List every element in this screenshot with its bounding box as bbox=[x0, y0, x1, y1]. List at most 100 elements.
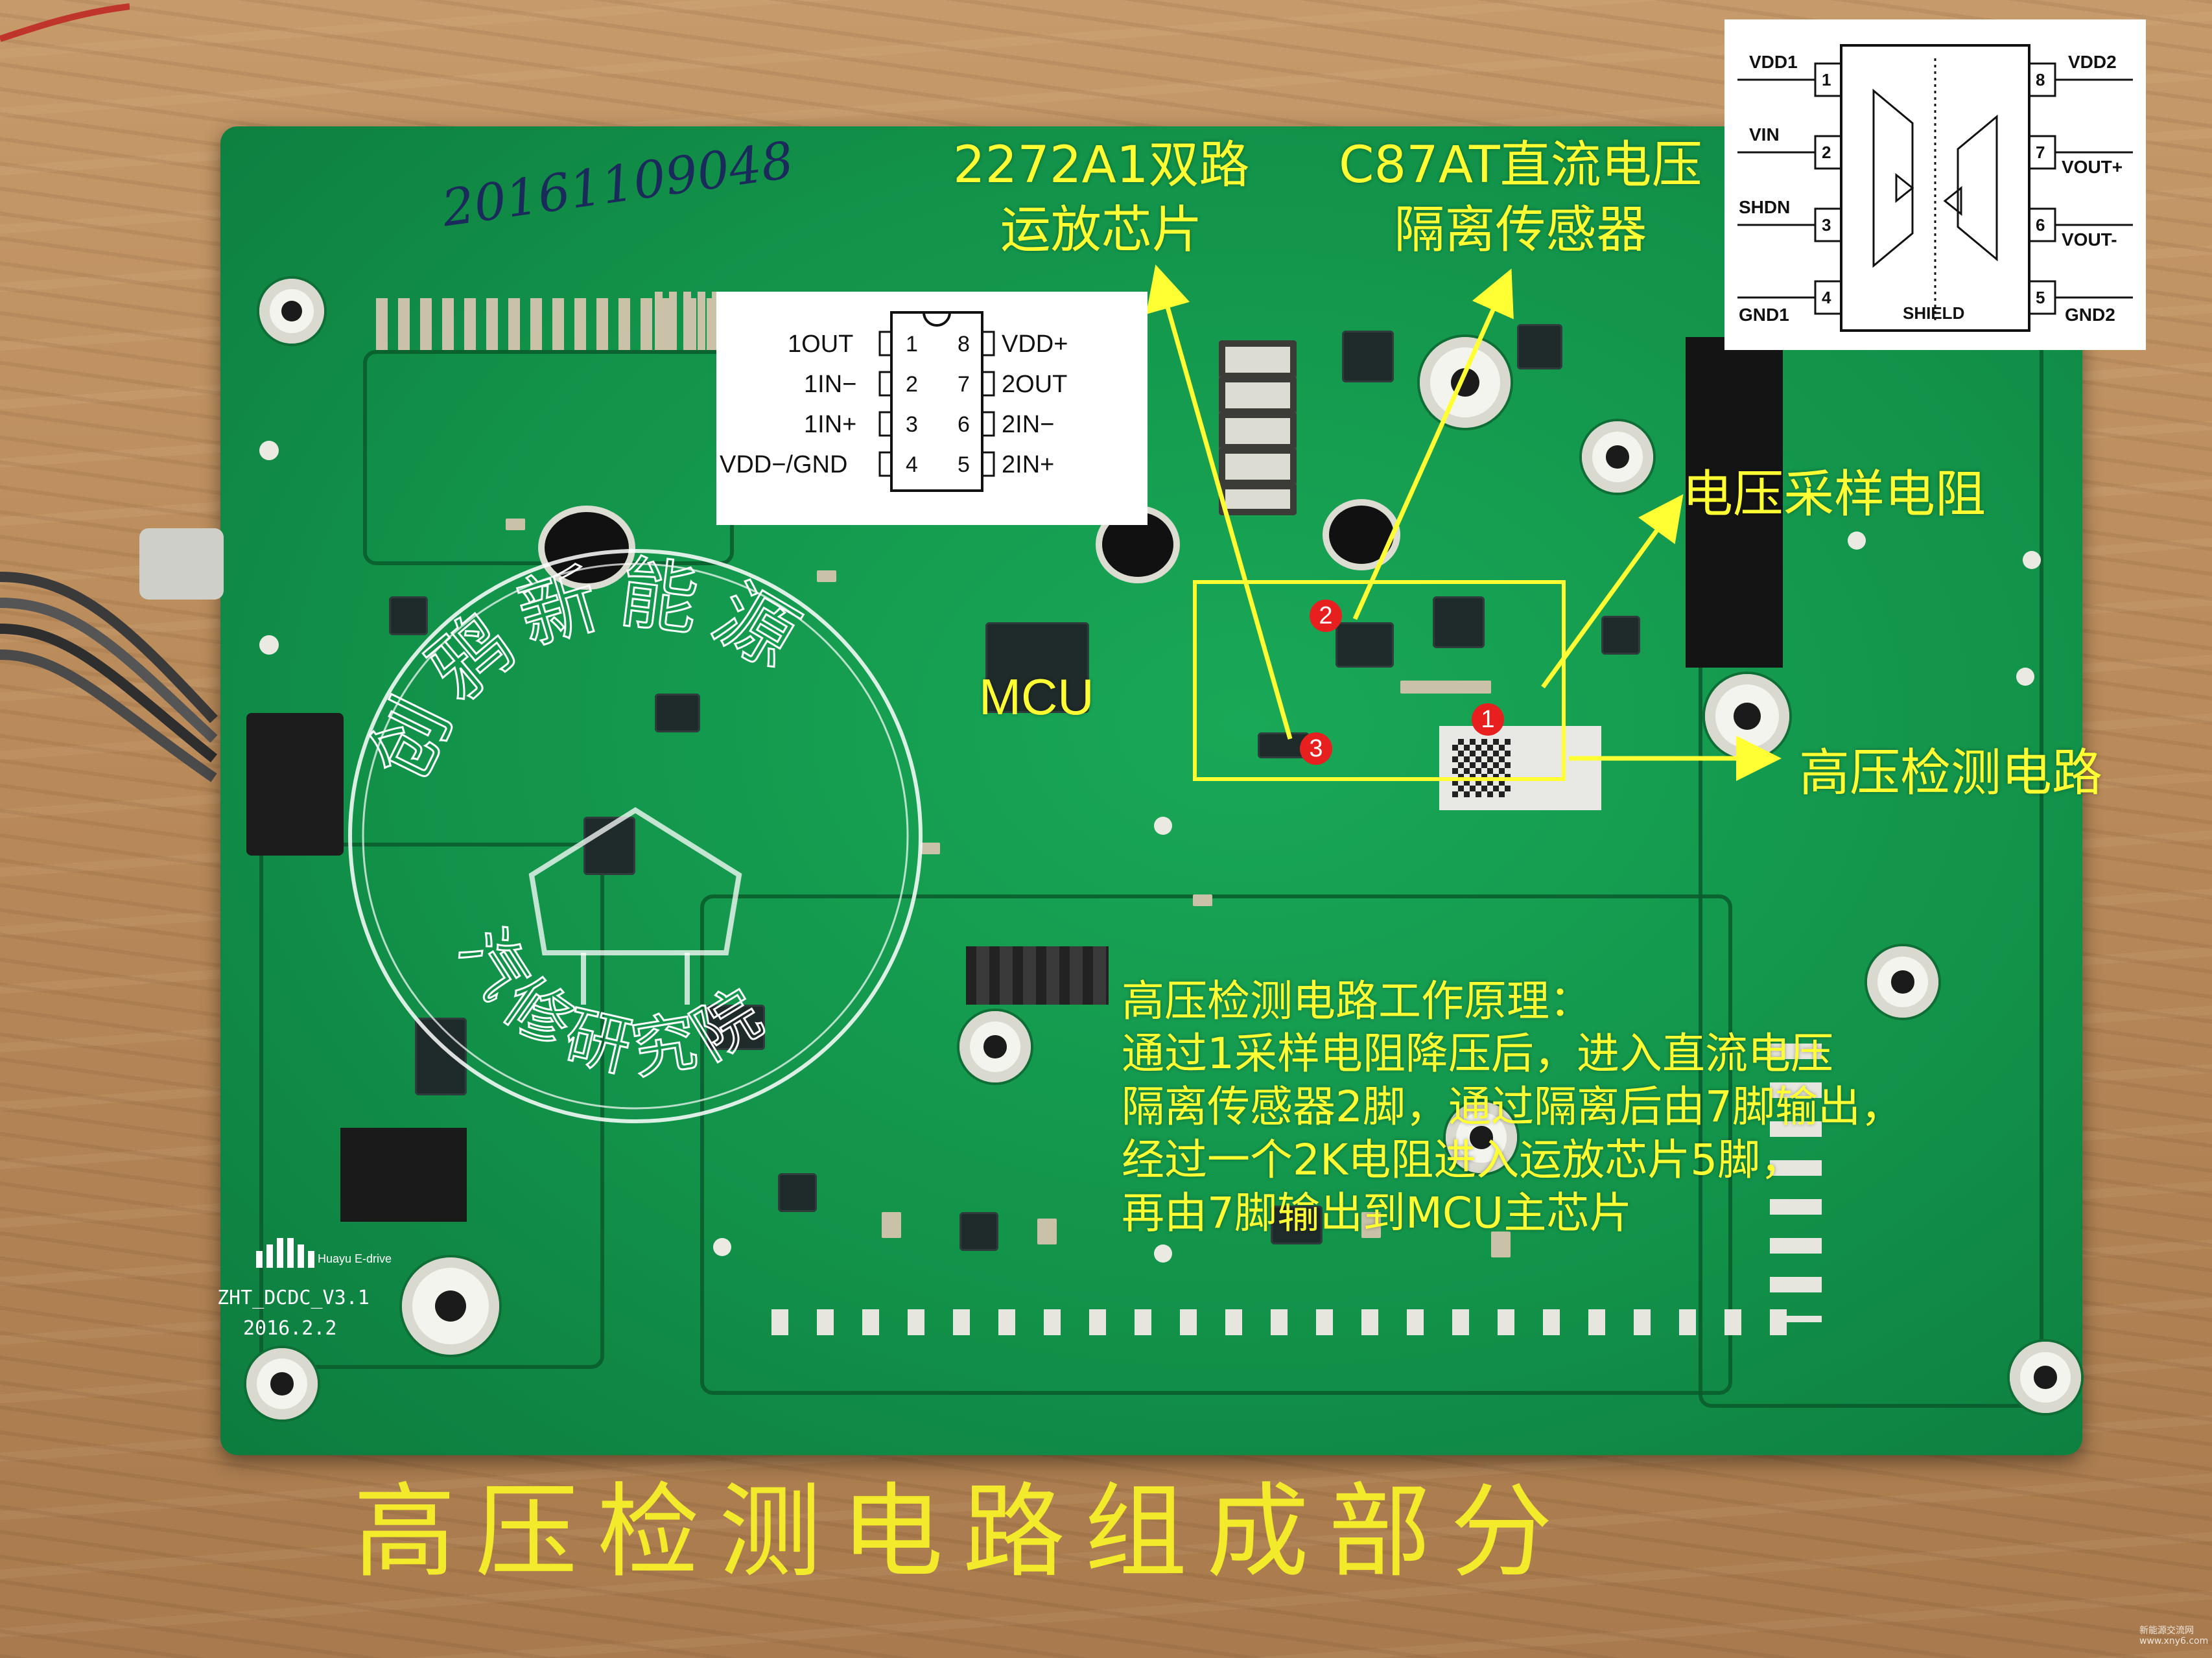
arrow-sampling-resistor bbox=[1541, 494, 1684, 689]
transistor bbox=[1601, 616, 1640, 655]
principle-line-1: 通过1采样电阻降压后，进入直流电压 bbox=[1122, 1029, 1833, 1079]
connector-pins bbox=[1770, 1044, 1822, 1322]
mcu-chip bbox=[985, 622, 1089, 713]
date-silkscreen: 2016.2.2 bbox=[243, 1317, 337, 1340]
transistor bbox=[1517, 324, 1562, 369]
isolator-shield-label: SHIELD bbox=[1903, 303, 1965, 323]
isolator-pin6-name: VOUT- bbox=[2062, 229, 2117, 250]
opamp-pin7-name: 2OUT bbox=[1002, 371, 1068, 398]
smd-component bbox=[1037, 1219, 1057, 1244]
opamp-pin8-number: 8 bbox=[958, 332, 970, 356]
arrow-isolation-sensor bbox=[1352, 268, 1514, 620]
qr-code bbox=[1452, 739, 1511, 797]
ic-chip bbox=[389, 596, 428, 635]
power-resistor bbox=[1219, 447, 1297, 486]
smd-row bbox=[655, 292, 726, 350]
smd-component bbox=[817, 570, 836, 582]
opamp-pin3-name: 1IN+ bbox=[804, 411, 857, 438]
smd-component bbox=[1361, 1212, 1381, 1238]
mounting-hole bbox=[1446, 1102, 1517, 1173]
transistor bbox=[1433, 596, 1485, 648]
principle-title: 高压检测电路工作原理： bbox=[1122, 976, 1592, 1026]
inductor bbox=[415, 1018, 467, 1095]
label-hv-circuit: 高压检测电路 bbox=[1799, 744, 2103, 802]
hv-circuit-highlight-box bbox=[1193, 580, 1566, 781]
via bbox=[2023, 551, 2041, 569]
smd-component bbox=[506, 519, 525, 530]
pin-header bbox=[966, 946, 1109, 1005]
opamp-pin7-number: 7 bbox=[958, 372, 970, 397]
isolator-pin5-number: 5 bbox=[2036, 288, 2045, 307]
smd-component bbox=[1400, 681, 1491, 694]
opamp-package-outline bbox=[878, 311, 995, 492]
model-silkscreen: ZHT_DCDC_V3.1 bbox=[217, 1287, 370, 1309]
trace-region bbox=[700, 894, 1732, 1395]
transistor bbox=[1342, 331, 1394, 382]
isolator-pin5-name: GND2 bbox=[2065, 305, 2115, 325]
arrow-op-amp bbox=[1146, 264, 1293, 740]
power-resistor bbox=[1219, 340, 1297, 379]
opamp-pinout-inset: 1OUT 1 1IN− 2 1IN+ 3 VDD−/GND 4 8 VDD+ 7… bbox=[716, 292, 1147, 525]
isolator-pin7-name: VOUT+ bbox=[2062, 157, 2123, 177]
opamp-pin6-number: 6 bbox=[958, 412, 970, 437]
via bbox=[259, 441, 279, 460]
opamp-pin1-name: 1OUT bbox=[788, 331, 854, 358]
metal-tab bbox=[139, 528, 224, 600]
watermark-stamp bbox=[348, 549, 923, 1123]
label-sampling-resistor: 电压采样电阻 bbox=[1682, 465, 1986, 524]
isolator-pin3-name: SHDN bbox=[1739, 197, 1791, 217]
pin-row bbox=[771, 1309, 1809, 1335]
power-resistor bbox=[1219, 376, 1297, 415]
opamp-pin3-number: 3 bbox=[906, 412, 918, 437]
mounting-hole bbox=[959, 1011, 1031, 1082]
opamp-pin5-name: 2IN+ bbox=[1002, 451, 1055, 478]
ic-chip bbox=[959, 1212, 998, 1251]
via bbox=[1154, 1244, 1172, 1263]
heatsink-pad bbox=[1686, 337, 1783, 668]
wire-harness bbox=[0, 572, 218, 782]
isolator-package-diagram bbox=[1737, 44, 2133, 332]
opamp-pin2-name: 1IN− bbox=[804, 371, 857, 398]
smd-component bbox=[1491, 1232, 1511, 1257]
via bbox=[713, 1238, 731, 1256]
principle-text-block: 高压检测电路工作原理： 通过1采样电阻降压后，进入直流电压 隔离传感器2脚，通过… bbox=[1122, 975, 1903, 1240]
label-isolation-sensor: C87AT直流电压 隔离传感器 bbox=[1339, 136, 1702, 259]
marker-3: 3 bbox=[1300, 732, 1332, 765]
wire-connector bbox=[246, 713, 344, 856]
mounting-hole bbox=[2010, 1342, 2081, 1413]
smd-component bbox=[921, 843, 940, 854]
label-op-amp: 2272A1双路 运放芯片 bbox=[953, 136, 1250, 259]
opamp-pin1-number: 1 bbox=[906, 332, 918, 356]
smd-component bbox=[882, 1212, 901, 1238]
isolator-pin8-name: VDD2 bbox=[2068, 52, 2117, 72]
isolator-pin1-number: 1 bbox=[1822, 70, 1831, 89]
opamp-pin8-name: VDD+ bbox=[1002, 331, 1068, 358]
isolator-pin4-number: 4 bbox=[1822, 288, 1831, 307]
via bbox=[1154, 817, 1172, 835]
power-resistor bbox=[1219, 483, 1297, 515]
isolator-pin2-name: VIN bbox=[1749, 124, 1780, 145]
large-pad bbox=[545, 512, 629, 583]
ic-chip bbox=[655, 694, 700, 732]
mounting-hole bbox=[246, 1348, 318, 1419]
marker-2: 2 bbox=[1310, 600, 1342, 632]
red-wire bbox=[0, 3, 130, 42]
brand-silkscreen: Huayu E-drive bbox=[318, 1252, 392, 1265]
black-component bbox=[340, 1128, 467, 1222]
isolator-pinout-inset: VDD1 1 VIN 2 SHDN 3 GND1 4 8 VDD2 7 VOUT… bbox=[1724, 19, 2146, 350]
opamp-pin6-name: 2IN− bbox=[1002, 411, 1055, 438]
isolator-pin1-name: VDD1 bbox=[1749, 52, 1798, 72]
mounting-hole bbox=[402, 1257, 499, 1355]
isolator-pin2-number: 2 bbox=[1822, 143, 1831, 162]
via bbox=[1848, 531, 1866, 550]
brand-logo-icon bbox=[256, 1238, 314, 1268]
isolator-pin7-number: 7 bbox=[2036, 143, 2045, 162]
ic-chip bbox=[778, 1173, 817, 1212]
via bbox=[2016, 668, 2034, 686]
principle-line-4: 再由7脚输出到MCU主芯片 bbox=[1122, 1188, 1632, 1238]
mounting-hole bbox=[1867, 946, 1938, 1018]
opamp-pin4-name: VDD−/GND bbox=[720, 451, 848, 478]
isolator-pin6-number: 6 bbox=[2036, 215, 2045, 235]
